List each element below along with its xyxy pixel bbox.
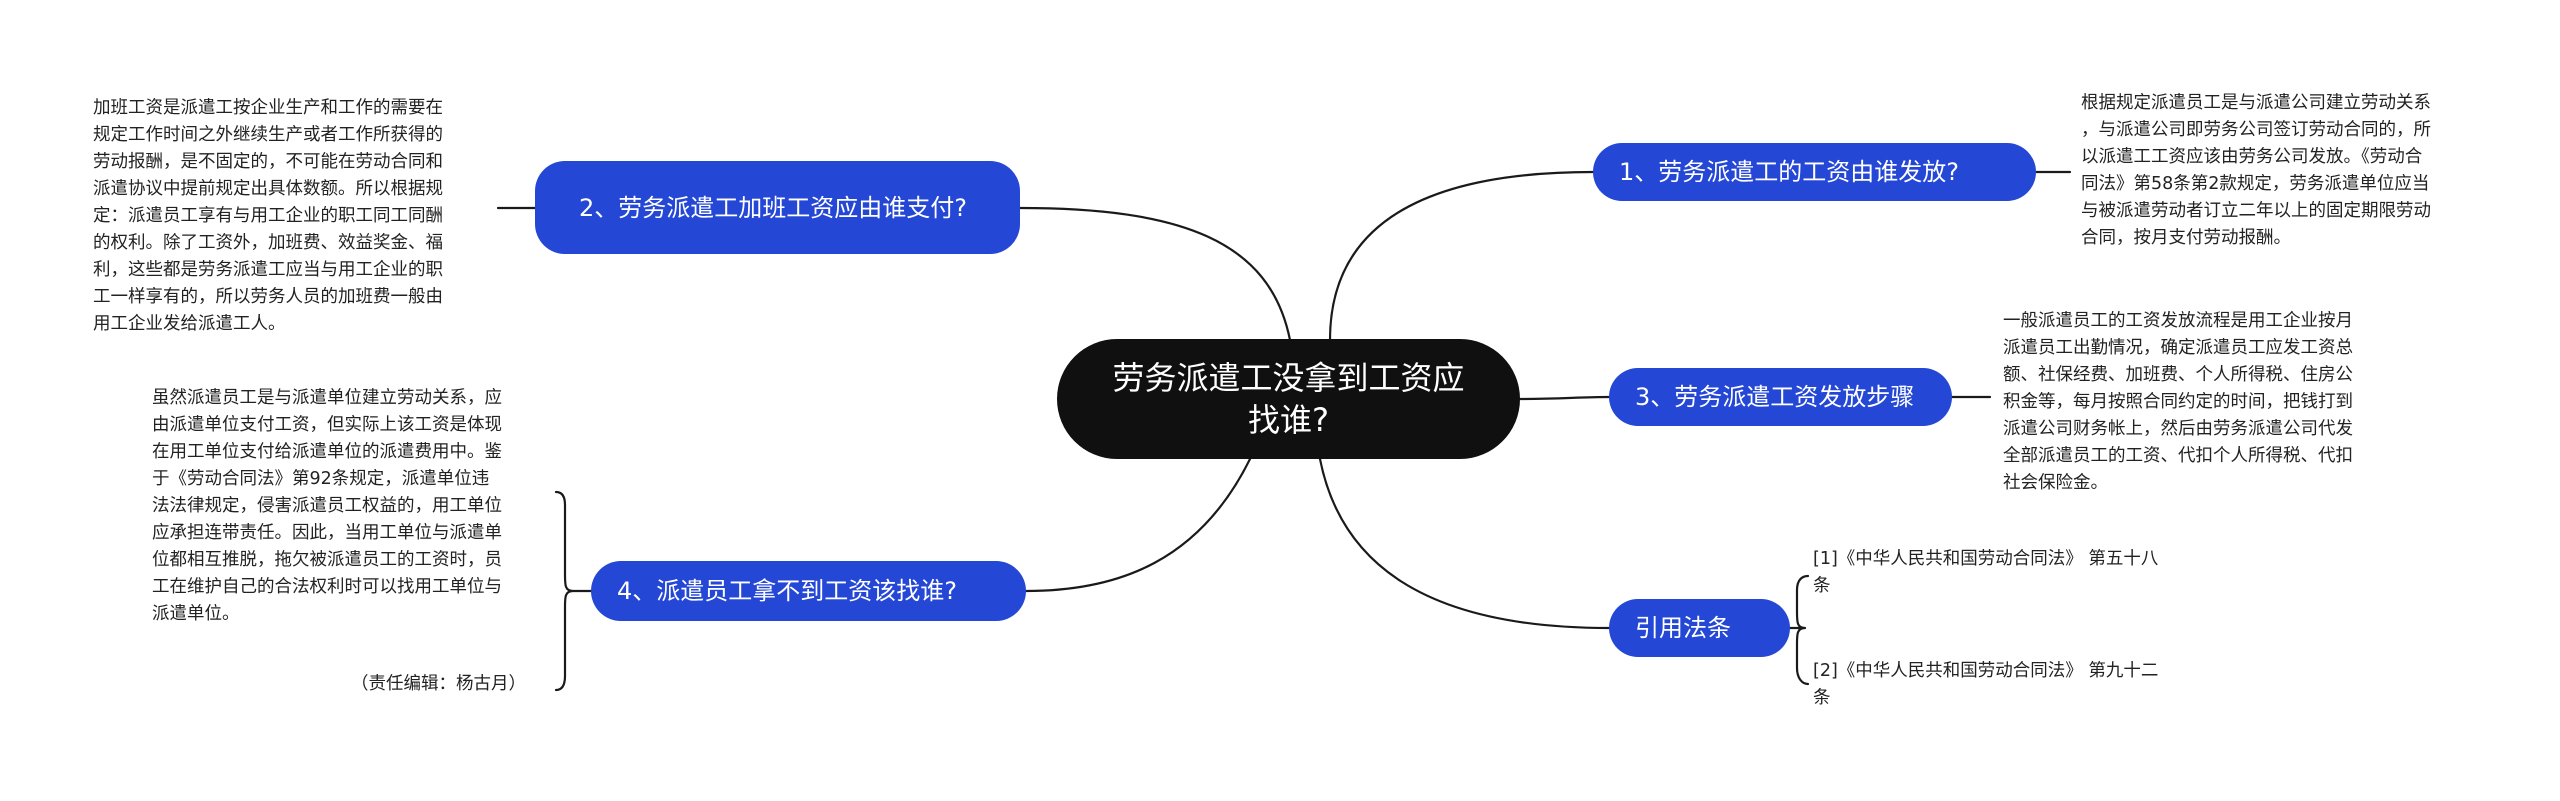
branch-label: 3、劳务派遣工资发放步骤 <box>1635 383 1915 411</box>
link-root-b1 <box>1328 170 1595 342</box>
branch-who-pays-wages[interactable]: 1、劳务派遣工的工资由谁发放? <box>1593 143 2036 201</box>
branch-unpaid-whom-to-contact[interactable]: 4、派遣员工拿不到工资该找谁? <box>591 561 1026 621</box>
note-editor-credit: （责任编辑：杨古月） <box>351 674 526 694</box>
bracket-b4 <box>554 490 593 692</box>
branch-label: 4、派遣员工拿不到工资该找谁? <box>617 577 958 605</box>
note-law-citation-1: [1]《中华人民共和国劳动合同法》 第五十八 条 <box>1813 549 2159 596</box>
note-who-pays-wages: 根据规定派遣员工是与派遣公司建立劳动关系 ，与派遣公司即劳务公司签订劳动合同的，… <box>2081 93 2431 248</box>
root-topic[interactable]: 劳务派遣工没拿到工资应找谁? <box>1057 339 1520 459</box>
link-root-b4 <box>1024 457 1252 593</box>
note-payment-steps: 一般派遣员工的工资发放流程是用工企业按月 派遣员工出勤情况，确定派遣员工应发工资… <box>2003 311 2353 493</box>
bracket-b5 <box>1788 574 1810 686</box>
branch-cited-laws[interactable]: 引用法条 <box>1609 599 1790 657</box>
branch-label: 1、劳务派遣工的工资由谁发放? <box>1619 158 1960 186</box>
branch-label: 2、劳务派遣工加班工资应由谁支付? <box>579 193 968 222</box>
root-topic-label: 劳务派遣工没拿到工资应找谁? <box>1112 359 1465 439</box>
branch-overtime-pay[interactable]: 2、劳务派遣工加班工资应由谁支付? <box>535 161 1020 254</box>
branch-payment-steps[interactable]: 3、劳务派遣工资发放步骤 <box>1609 368 1952 426</box>
link-root-b3 <box>1518 395 1611 401</box>
branch-label: 引用法条 <box>1635 614 1731 642</box>
note-unpaid-whom-to-contact: 虽然派遣员工是与派遣单位建立劳动关系，应 由派遣单位支付工资，但实际上该工资是体… <box>152 388 502 624</box>
link-root-b5 <box>1318 457 1611 630</box>
link-root-b2 <box>1018 206 1292 342</box>
note-law-citation-2: [2]《中华人民共和国劳动合同法》 第九十二 条 <box>1813 661 2159 708</box>
note-overtime-pay: 加班工资是派遣工按企业生产和工作的需要在 规定工作时间之外继续生产或者工作所获得… <box>93 98 443 334</box>
